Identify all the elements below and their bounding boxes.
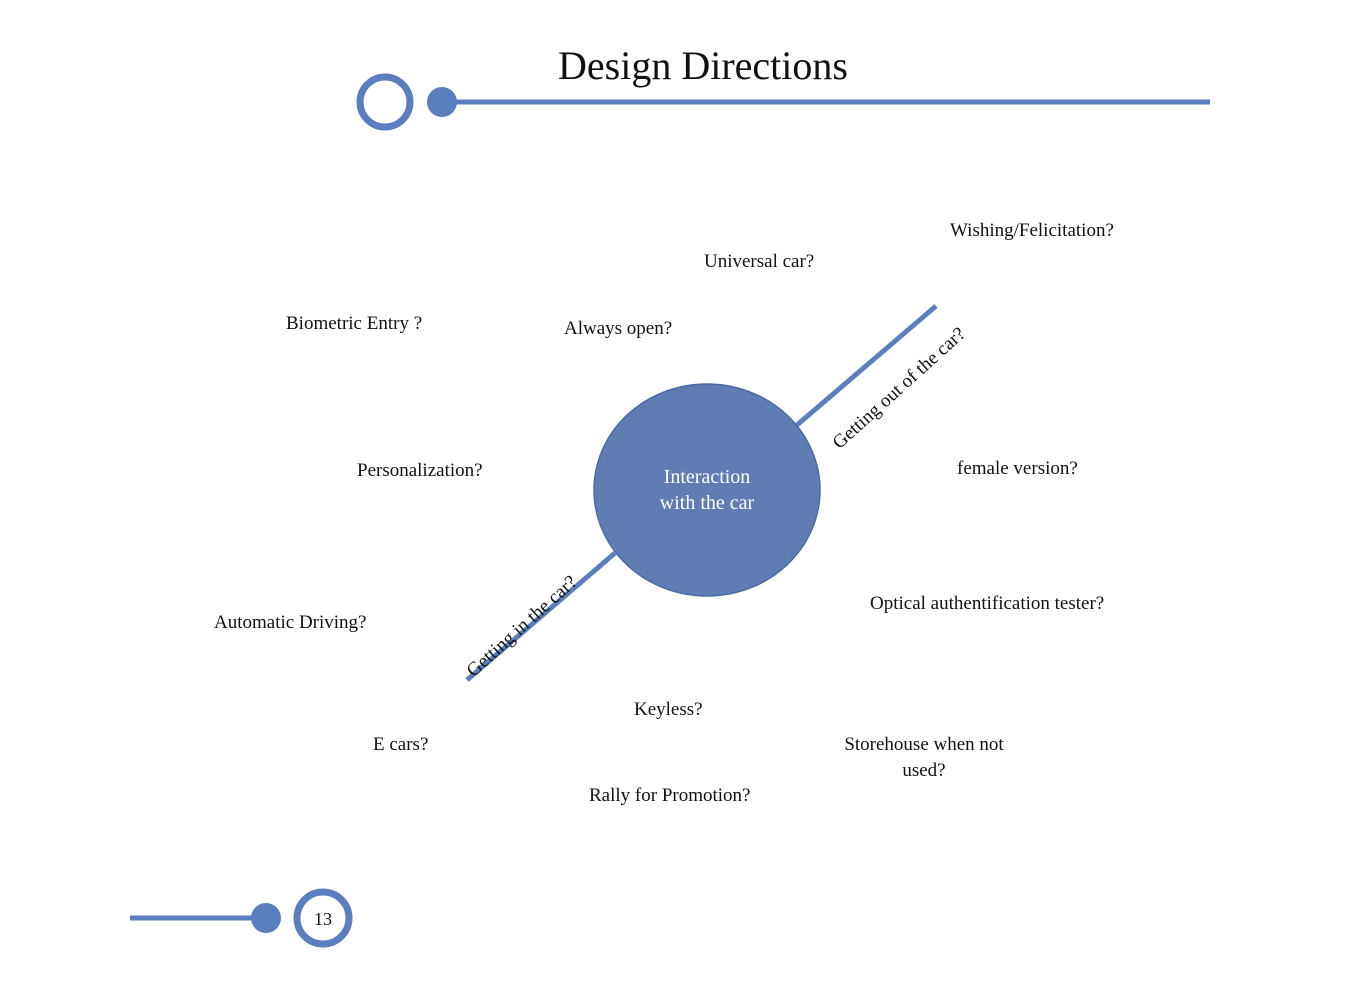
axis-line-out (795, 304, 938, 427)
header-ring-icon (356, 73, 414, 131)
footer-ring-icon (293, 888, 353, 948)
idea-always-open: Always open? (564, 318, 673, 339)
idea-biometric: Biometric Entry ? (286, 313, 423, 334)
page-title: Design Directions (558, 43, 848, 88)
idea-storehouse: Storehouse when not used? (844, 734, 1004, 781)
page-number: 13 (314, 908, 332, 929)
center-circle (593, 383, 821, 597)
idea-optical: Optical authentification tester? (870, 593, 1105, 614)
idea-rally: Rally for Promotion? (589, 785, 751, 806)
idea-ecars: E cars? (373, 734, 429, 755)
idea-keyless: Keyless? (634, 699, 703, 720)
idea-universal: Universal car? (704, 251, 815, 272)
idea-personalization: Personalization? (357, 460, 483, 481)
idea-female: female version? (957, 458, 1078, 479)
axis-line-in (465, 551, 617, 682)
center-label: Interaction with the car (659, 466, 755, 514)
idea-automatic: Automatic Driving? (214, 612, 367, 633)
idea-wishing: Wishing/Felicitation? (950, 220, 1114, 241)
footer-dot-icon (251, 903, 281, 933)
